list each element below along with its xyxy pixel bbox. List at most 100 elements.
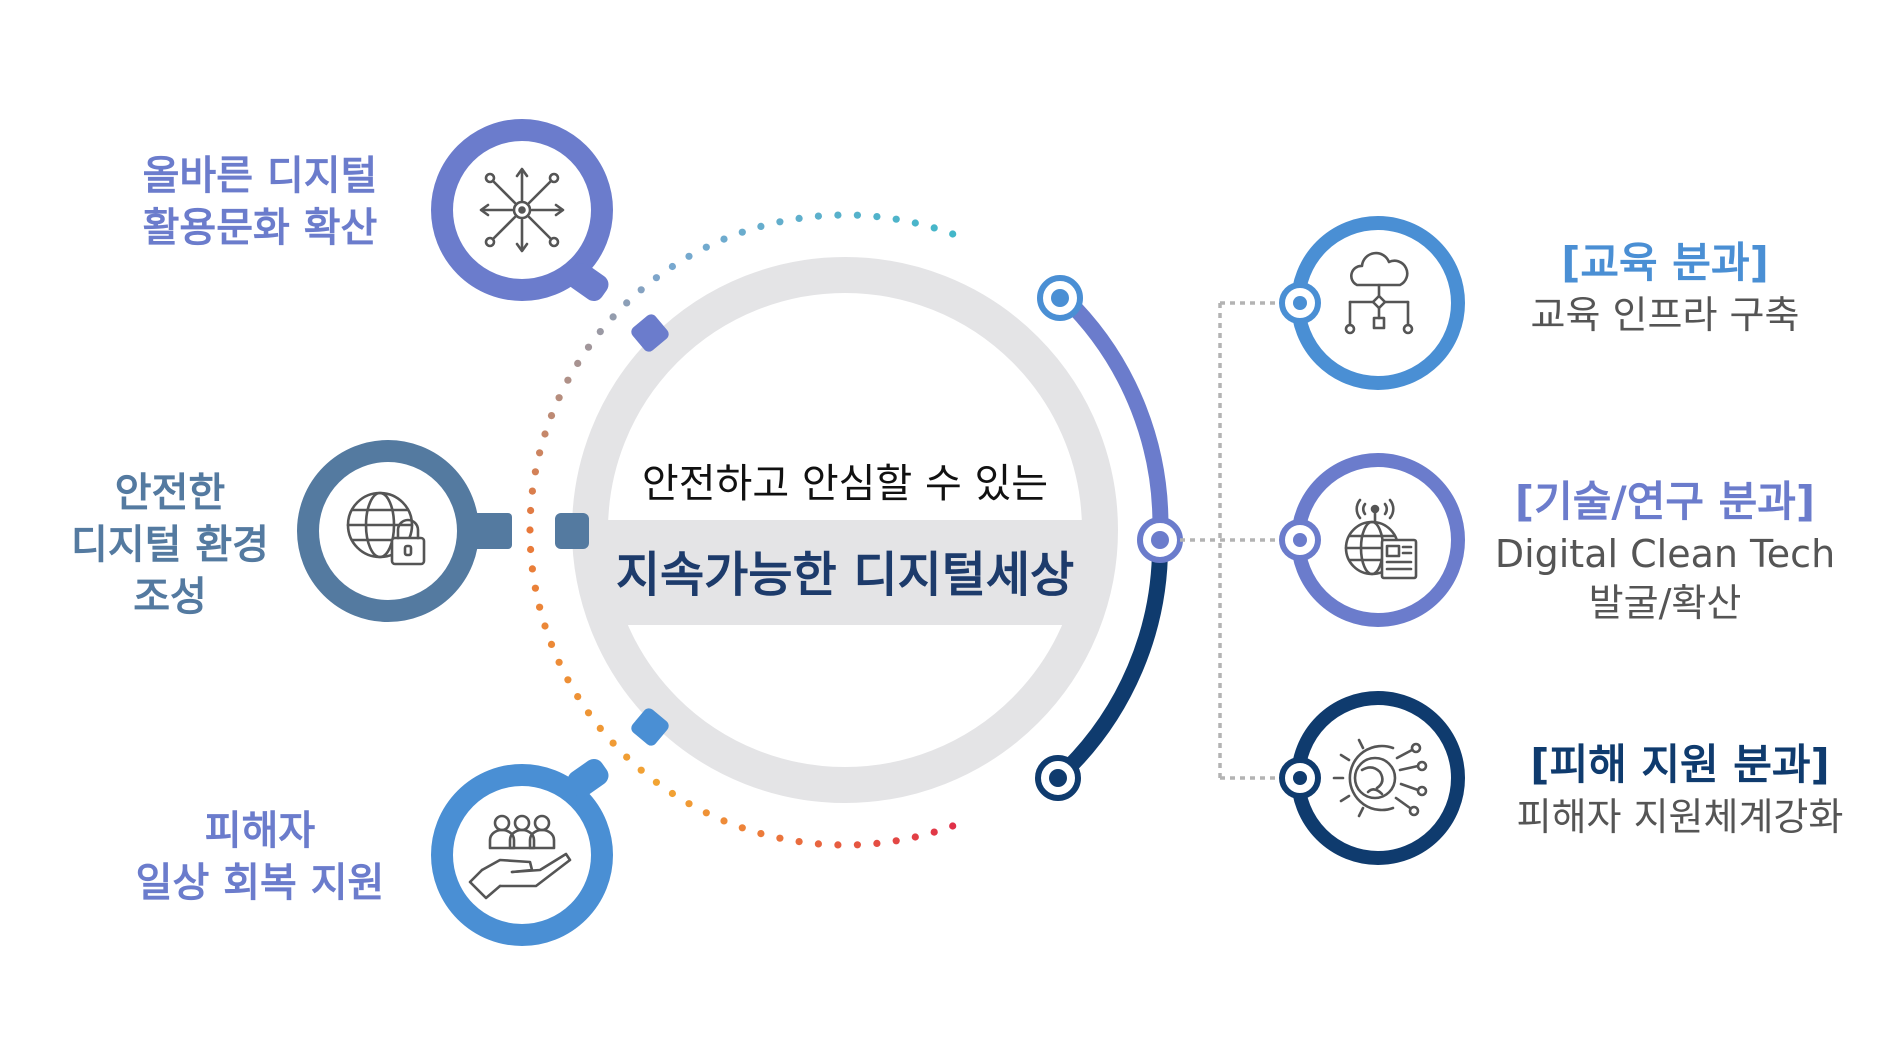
- ring-dot: [757, 222, 765, 230]
- ring-dot: [668, 262, 677, 271]
- ring-dot: [720, 817, 728, 825]
- ring-dot: [564, 376, 572, 384]
- arc-node-bottom: [1035, 755, 1081, 801]
- ring-dot: [776, 218, 784, 226]
- ring-dot: [873, 213, 881, 221]
- stub-bottom-left: [631, 708, 669, 746]
- left-label-2-line-3: 조성: [133, 574, 207, 620]
- ring-dot: [526, 526, 534, 534]
- center-subtitle: 안전하고 안심할 수 있는: [641, 461, 1049, 507]
- center-ring: [572, 257, 1118, 803]
- gear-globe-icon: [1332, 738, 1428, 818]
- ring-dot: [873, 839, 881, 848]
- ring-dot: [541, 430, 549, 438]
- ring-dot: [685, 252, 693, 260]
- right-desc-2-line-1: Digital Clean Tech: [1494, 531, 1836, 576]
- left-label-1: 올바른 디지털 활용문화 확산: [100, 150, 420, 254]
- ring-dot: [555, 394, 563, 402]
- ring-dot: [609, 313, 617, 321]
- left-circle-1: [431, 119, 613, 302]
- ring-dot: [652, 274, 661, 282]
- ring-dot: [911, 833, 919, 841]
- right-label-2: [기술/연구 분과] Digital Clean Tech 발굴/확산: [1480, 475, 1850, 628]
- ring-dot: [738, 824, 746, 832]
- ring-dot: [795, 214, 803, 222]
- ring-dot: [930, 224, 938, 232]
- left-circle-2: [297, 440, 512, 622]
- ring-dot: [536, 449, 544, 457]
- left-label-2: 안전한 디지털 환경 조성: [40, 467, 300, 623]
- left-label-1-line-1: 올바른 디지털: [142, 153, 378, 199]
- ring-dot: [949, 230, 957, 238]
- ring-dot: [623, 753, 631, 761]
- ring-dot: [652, 778, 661, 786]
- left-label-3-line-1: 피해자: [204, 808, 316, 854]
- ring-dot: [596, 328, 604, 336]
- ring-dot: [892, 215, 900, 223]
- ring-dot: [930, 828, 938, 836]
- stub-top-left: [631, 314, 669, 352]
- center-title-band: [605, 520, 1085, 625]
- ring-dot: [637, 286, 645, 294]
- right-title-2: [기술/연구 분과]: [1514, 477, 1816, 526]
- stub-middle-left: [555, 513, 589, 549]
- ring-dot: [685, 800, 693, 808]
- ring-dot: [609, 739, 617, 747]
- ring-dot: [702, 809, 710, 817]
- ring-dot: [527, 506, 535, 515]
- ring-dot: [547, 412, 556, 420]
- right-title-3: [피해 지원 분과]: [1530, 740, 1830, 789]
- left-circle-3: [431, 758, 613, 946]
- ring-dot: [702, 243, 710, 251]
- ring-dot: [892, 837, 900, 845]
- ring-dot: [596, 724, 604, 733]
- ring-dot: [814, 212, 823, 220]
- ring-dot: [584, 343, 593, 351]
- ring-dot: [949, 822, 957, 830]
- arc-lower: [1054, 539, 1169, 782]
- ring-dot: [776, 834, 784, 842]
- left-label-3-line-2: 일상 회복 지원: [135, 860, 385, 906]
- left-label-1-line-2: 활용문화 확산: [142, 205, 378, 251]
- cloud-network-icon: [1344, 251, 1414, 335]
- ring-dot: [531, 584, 540, 592]
- right-circle-1: [1279, 216, 1465, 390]
- ring-dot: [528, 565, 537, 573]
- right-title-1: [교육 분과]: [1561, 238, 1769, 287]
- ring-dot: [574, 359, 582, 367]
- right-port-3: [1279, 757, 1321, 799]
- arc-node-middle: [1137, 517, 1183, 563]
- ring-dot: [531, 468, 540, 476]
- ring-dot: [757, 830, 765, 838]
- ring-dot: [795, 838, 803, 846]
- ring-dot: [637, 766, 645, 774]
- right-circle-2: [1279, 453, 1465, 627]
- ring-dot: [528, 487, 537, 495]
- ring-dot: [536, 603, 544, 611]
- hand-people-icon: [468, 814, 572, 900]
- right-desc-2-line-2: 발굴/확산: [1588, 580, 1742, 625]
- right-circle-3: [1279, 691, 1465, 865]
- ring-dot: [814, 840, 823, 848]
- ring-dot: [527, 545, 535, 554]
- left-label-2-line-2: 디지털 환경: [71, 522, 269, 568]
- right-port-2: [1279, 519, 1321, 561]
- arc-upper: [1059, 292, 1169, 541]
- arc-node-top: [1037, 275, 1083, 321]
- ring-dot: [668, 789, 677, 798]
- right-label-1: [교육 분과] 교육 인프라 구축: [1480, 236, 1850, 340]
- left-label-2-line-1: 안전한: [114, 470, 226, 516]
- network-arrows-icon: [479, 167, 565, 253]
- ring-dot: [547, 640, 556, 649]
- ring-dot: [853, 211, 862, 219]
- ring-dot: [834, 841, 842, 849]
- ring-dot: [834, 211, 842, 219]
- center-title: 지속가능한 디지털세상: [615, 547, 1075, 603]
- ring-dot: [853, 841, 862, 849]
- ring-dot: [574, 693, 582, 701]
- ring-dot: [720, 235, 728, 243]
- right-port-1: [1279, 282, 1321, 324]
- ring-dot: [541, 622, 549, 630]
